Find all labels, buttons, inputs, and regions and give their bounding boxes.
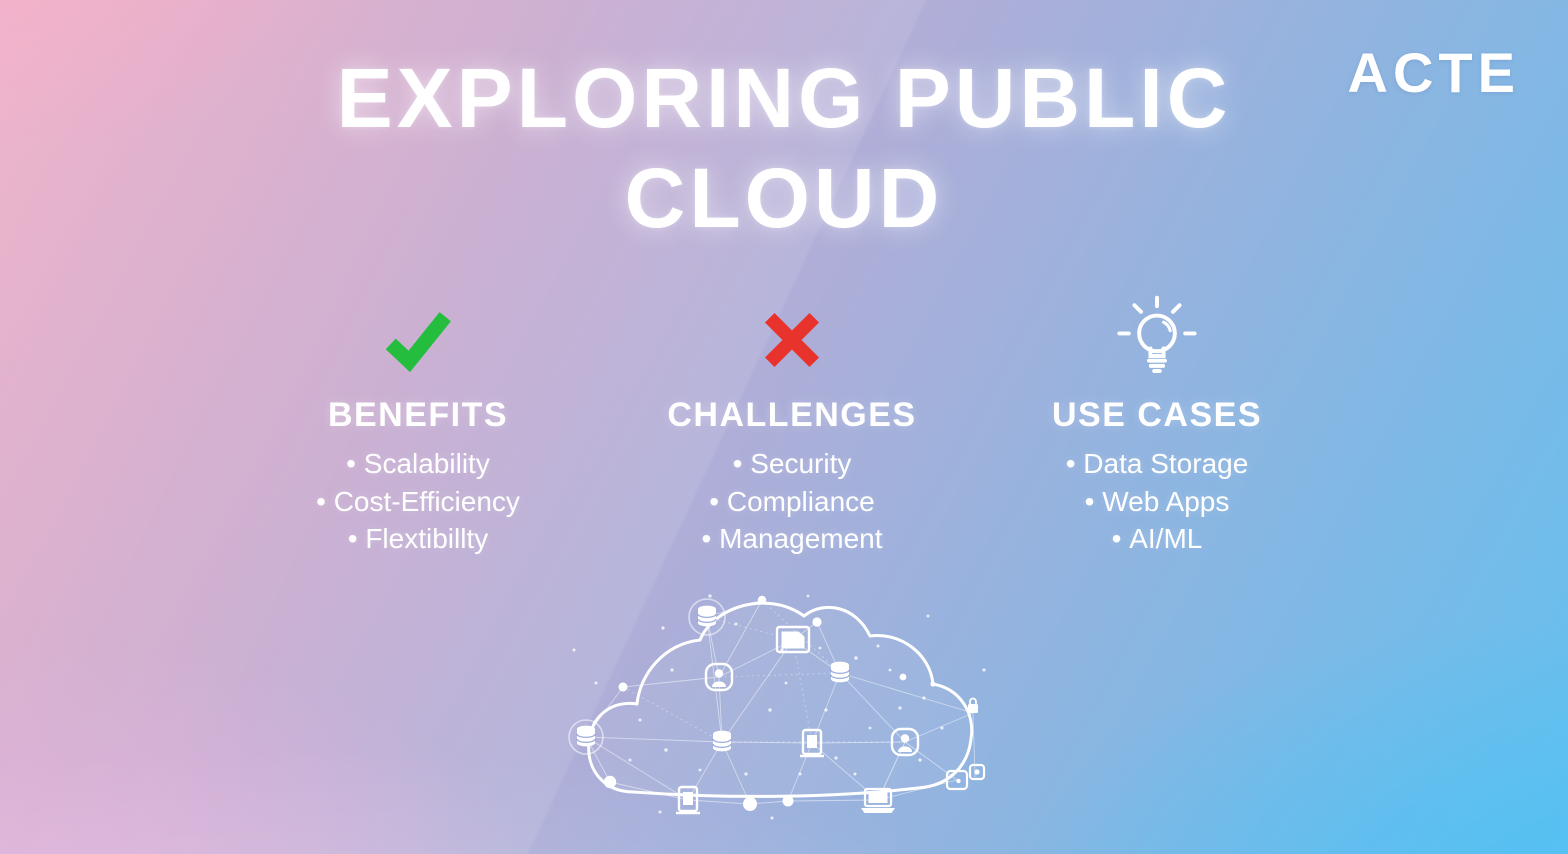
benefits-heading: BENEFITS	[327, 396, 509, 434]
database-icon	[576, 724, 596, 748]
list-item: Scalability	[248, 445, 588, 483]
title-line-2: CLOUD	[624, 151, 944, 245]
database-icon	[830, 660, 850, 684]
check-icon	[248, 292, 588, 388]
lightbulb-icon	[987, 292, 1327, 388]
challenges-list: Security Compliance Management	[622, 445, 962, 558]
benefits-list: Scalability Cost-Efficiency Flextibillty	[248, 445, 588, 558]
list-item: Cost-Efficiency	[248, 483, 588, 521]
laptop-icon	[859, 787, 897, 815]
cloud-network-svg	[568, 594, 986, 820]
database-icon	[697, 604, 717, 628]
use-cases-column: USE CASES Data Storage Web Apps AI/ML	[987, 292, 1327, 558]
network-lines-dashed	[622, 599, 905, 744]
node-ring	[568, 719, 604, 755]
database-icon	[712, 729, 732, 753]
list-item: Compliance	[622, 483, 962, 521]
list-item: Flextibillty	[248, 520, 588, 558]
list-item: Security	[622, 445, 962, 483]
acte-logo: ACTE	[1347, 41, 1520, 104]
benefits-column: BENEFITS Scalability Cost-Efficiency Fle…	[248, 292, 588, 558]
list-item: Web Apps	[987, 483, 1327, 521]
x-icon	[622, 292, 962, 388]
lock-icon	[967, 697, 979, 714]
node-ring	[688, 598, 726, 636]
list-item: Management	[622, 520, 962, 558]
title-line-1: EXPLORING PUBLIC	[336, 51, 1232, 145]
scatter-dots	[572, 594, 986, 820]
cloud-outline	[587, 601, 974, 798]
network-nodes	[603, 595, 936, 811]
challenges-heading: CHALLENGES	[667, 396, 917, 434]
challenges-column: CHALLENGES Security Compliance Managemen…	[622, 292, 962, 558]
cloud-network-illustration	[568, 586, 992, 826]
app-tile-icon	[968, 763, 986, 781]
use-cases-heading: USE CASES	[1052, 396, 1262, 434]
network-lines	[585, 599, 976, 805]
list-item: AI/ML	[987, 520, 1327, 558]
page-title: EXPLORING PUBLIC CLOUD	[0, 48, 1568, 248]
use-cases-list: Data Storage Web Apps AI/ML	[987, 445, 1327, 558]
list-item: Data Storage	[987, 445, 1327, 483]
